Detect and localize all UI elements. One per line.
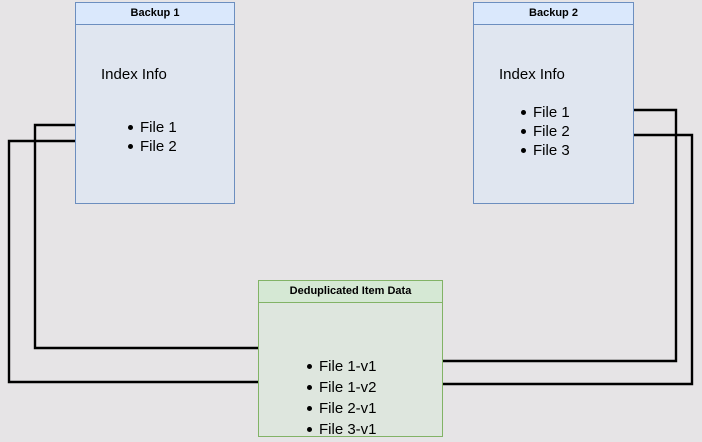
list-item: File 2-v1 <box>305 398 377 419</box>
list-item: File 3-v1 <box>305 419 377 440</box>
bullet-icon <box>307 427 312 432</box>
list-item-label: File 1-v1 <box>319 358 377 375</box>
node-deduplicated-item-data[interactable]: Deduplicated Item Data File 1-v1 File 1-… <box>258 280 443 438</box>
backup-2-file-list: File 1 File 2 File 3 <box>519 103 570 160</box>
list-item-label: File 1 <box>533 104 570 121</box>
list-item-label: File 1 <box>140 119 177 136</box>
node-backup-1-title: Backup 1 <box>76 3 234 25</box>
list-item-label: File 2 <box>140 138 177 155</box>
backup-2-index-info-label: Index Info <box>499 66 565 83</box>
list-item: File 1 <box>519 103 570 122</box>
bullet-icon <box>307 406 312 411</box>
node-dedup-title: Deduplicated Item Data <box>259 281 442 303</box>
backup-1-file-list: File 1 File 2 <box>126 118 177 156</box>
bullet-icon <box>521 148 526 153</box>
bullet-icon <box>521 129 526 134</box>
node-backup-2[interactable]: Backup 2 Index Info File 1 File 2 File 3 <box>473 2 634 204</box>
node-backup-1-body: Index Info File 1 File 2 <box>76 25 234 203</box>
dedup-file-list: File 1-v1 File 1-v2 File 2-v1 File 3-v1 <box>305 356 377 440</box>
bullet-icon <box>128 144 133 149</box>
list-item-label: File 2 <box>533 123 570 140</box>
bullet-icon <box>128 125 133 130</box>
list-item: File 1 <box>126 118 177 137</box>
node-backup-2-body: Index Info File 1 File 2 File 3 <box>474 25 633 203</box>
backup-1-index-info-label: Index Info <box>101 66 167 83</box>
list-item: File 1-v1 <box>305 356 377 377</box>
node-backup-1[interactable]: Backup 1 Index Info File 1 File 2 <box>75 2 235 204</box>
list-item: File 1-v2 <box>305 377 377 398</box>
node-dedup-body: File 1-v1 File 1-v2 File 2-v1 File 3-v1 <box>259 303 442 438</box>
list-item-label: File 1-v2 <box>319 379 377 396</box>
list-item: File 3 <box>519 141 570 160</box>
list-item-label: File 3 <box>533 142 570 159</box>
bullet-icon <box>521 110 526 115</box>
bullet-icon <box>307 364 312 369</box>
node-backup-2-title: Backup 2 <box>474 3 633 25</box>
list-item-label: File 3-v1 <box>319 421 377 438</box>
list-item-label: File 2-v1 <box>319 400 377 417</box>
list-item: File 2 <box>126 137 177 156</box>
list-item: File 2 <box>519 122 570 141</box>
bullet-icon <box>307 385 312 390</box>
